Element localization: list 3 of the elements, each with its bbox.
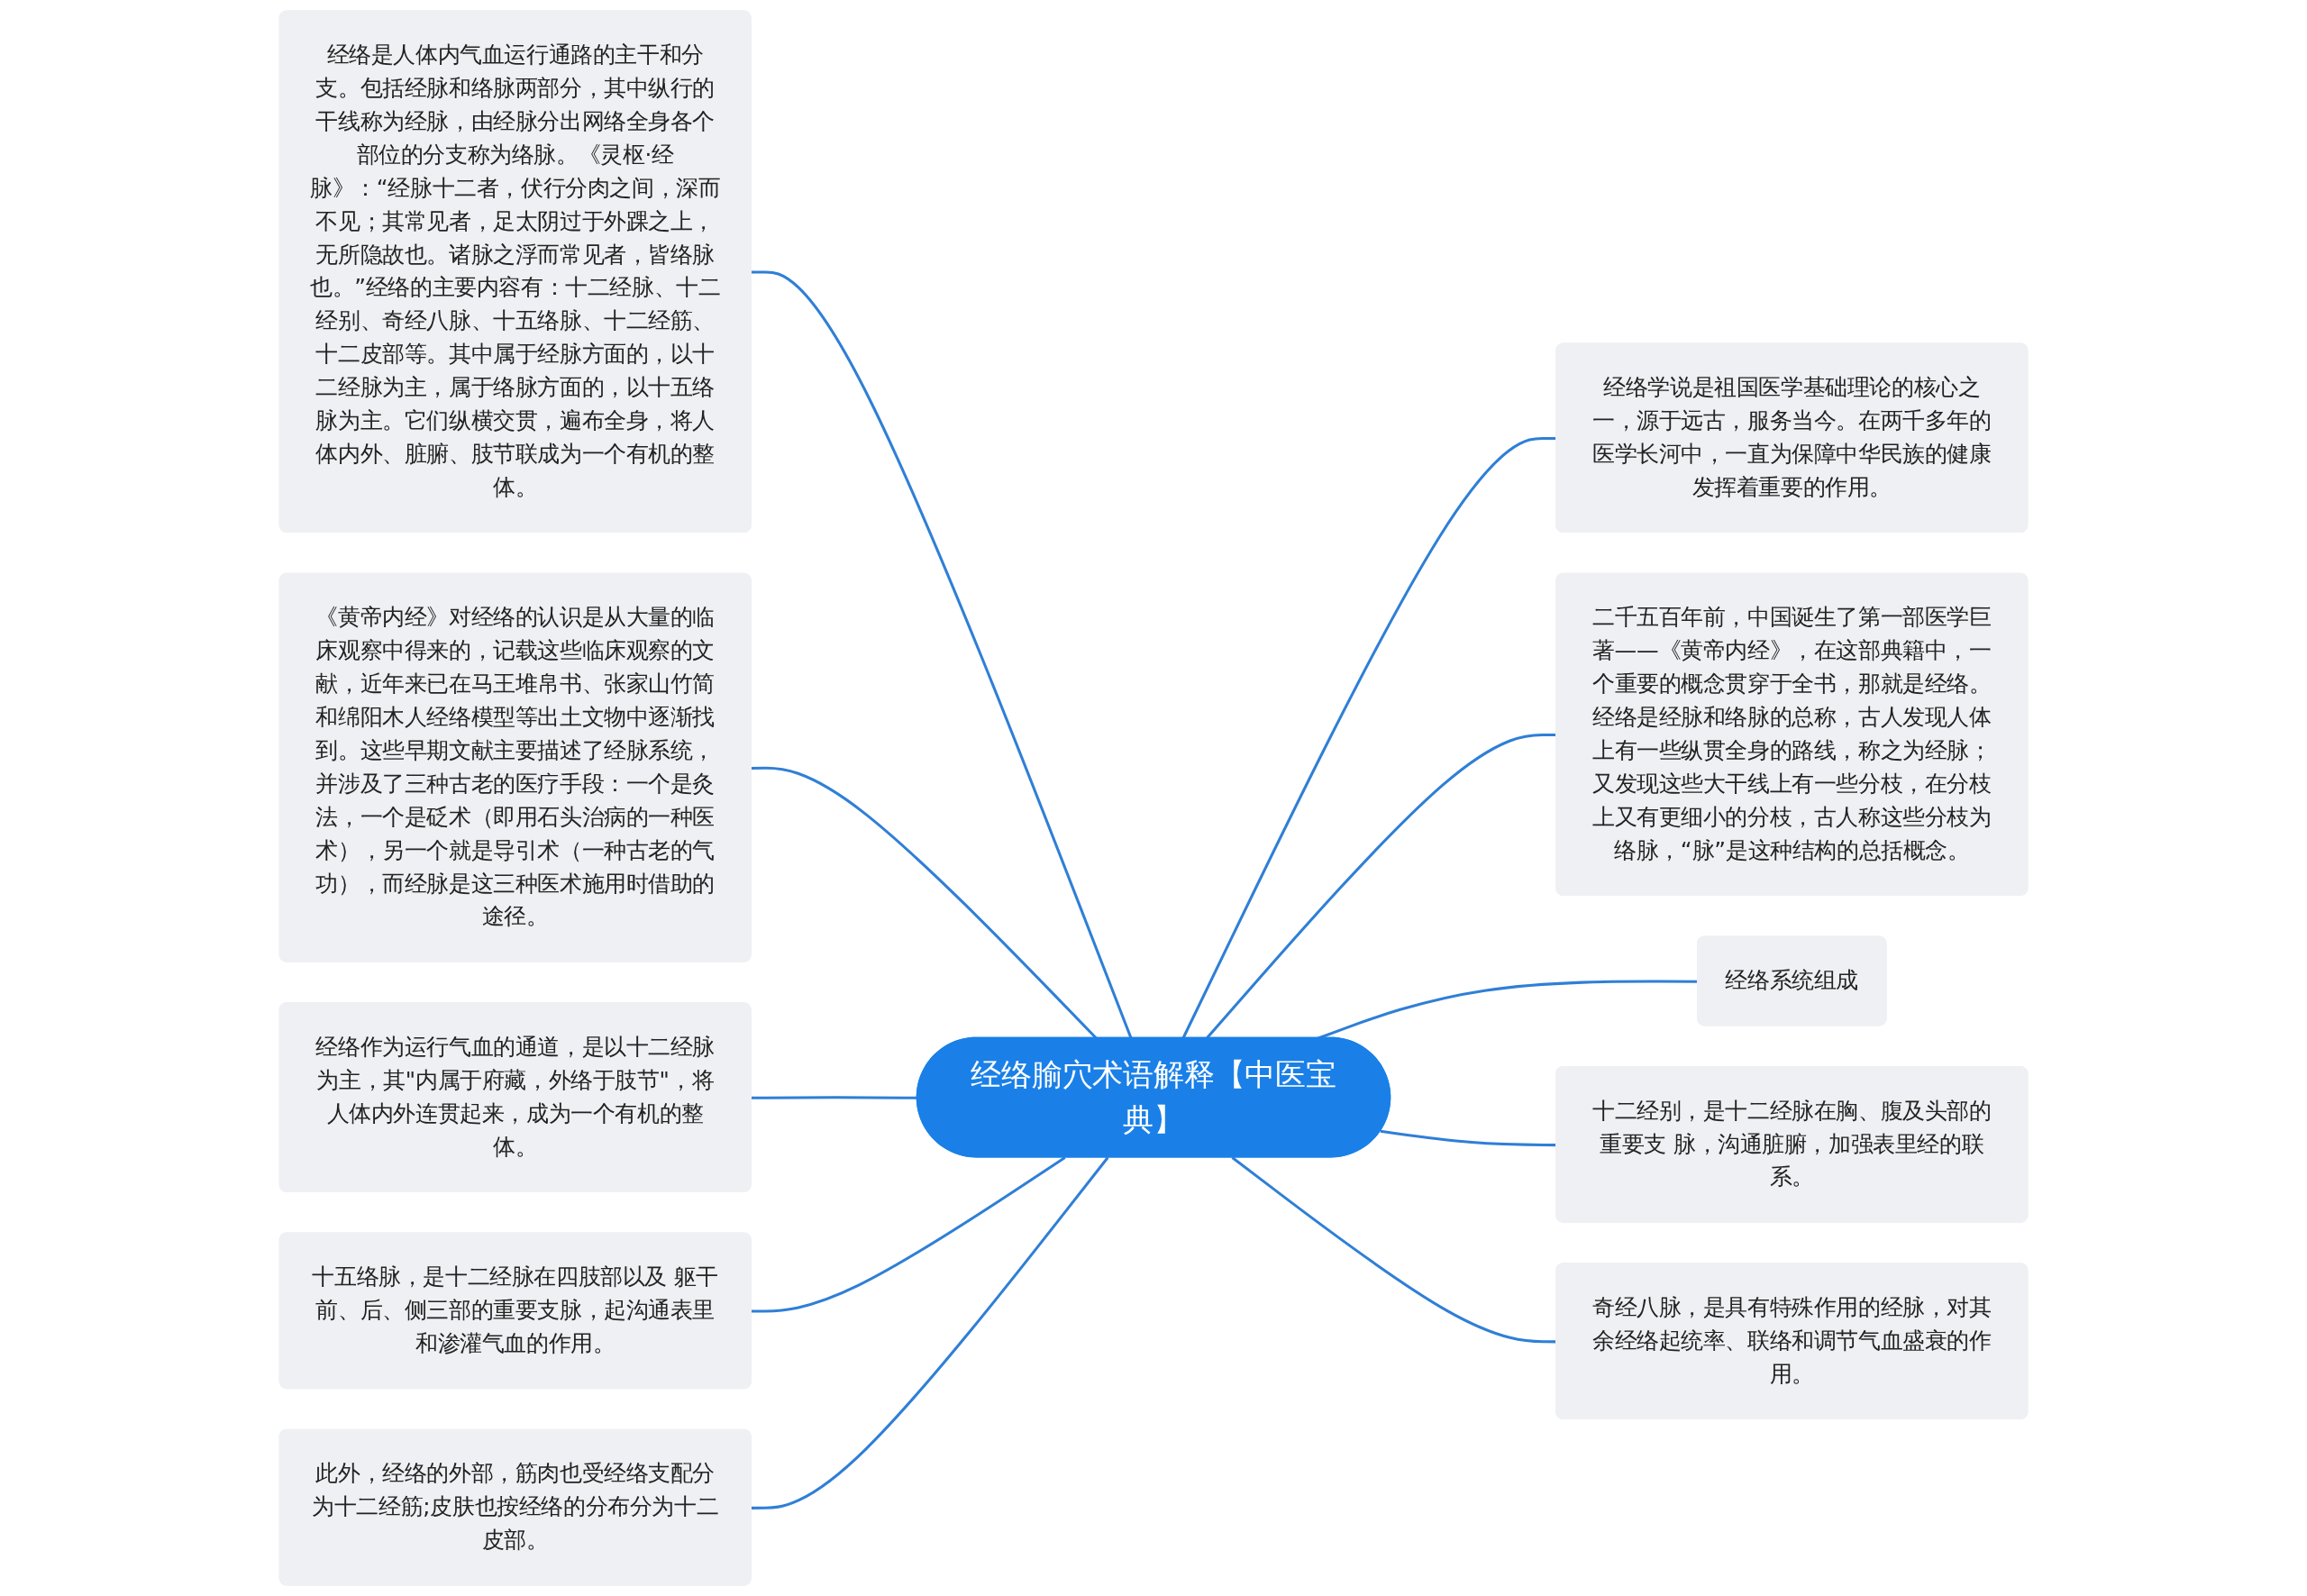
connector — [751, 1156, 1066, 1313]
connector — [751, 1156, 1109, 1509]
connector — [751, 270, 1133, 1039]
